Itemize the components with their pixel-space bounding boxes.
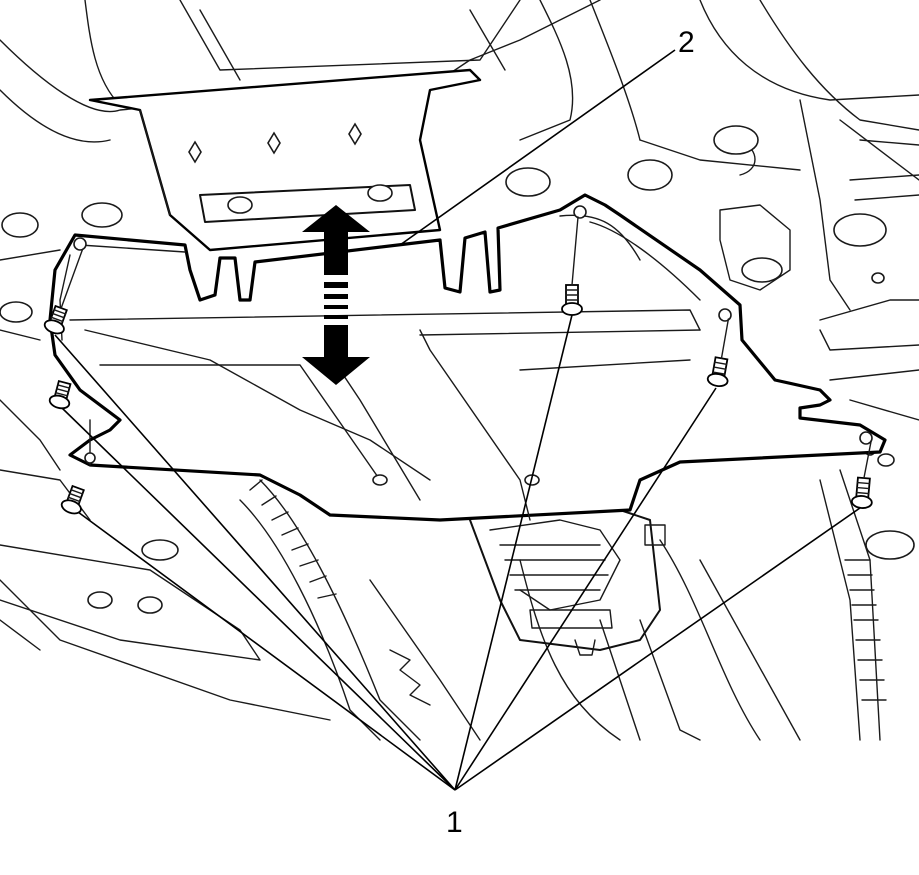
upper-support-bracket [88,68,482,252]
fastener-bolt [850,439,873,509]
vehicle-underbody-background [0,0,919,741]
fastener-bolt [48,379,72,410]
underbody-shield [48,193,887,522]
fastener-bolt [43,249,84,335]
leader-lines [54,49,861,791]
callout-2-label: 2 [678,26,695,59]
fastener-bolt [60,484,85,515]
fasteners [43,216,873,515]
callout-1-label: 1 [446,806,463,839]
fastener-bolt [706,318,730,388]
up-down-arrow-icon [302,205,370,385]
fastener-bolt [561,216,583,316]
